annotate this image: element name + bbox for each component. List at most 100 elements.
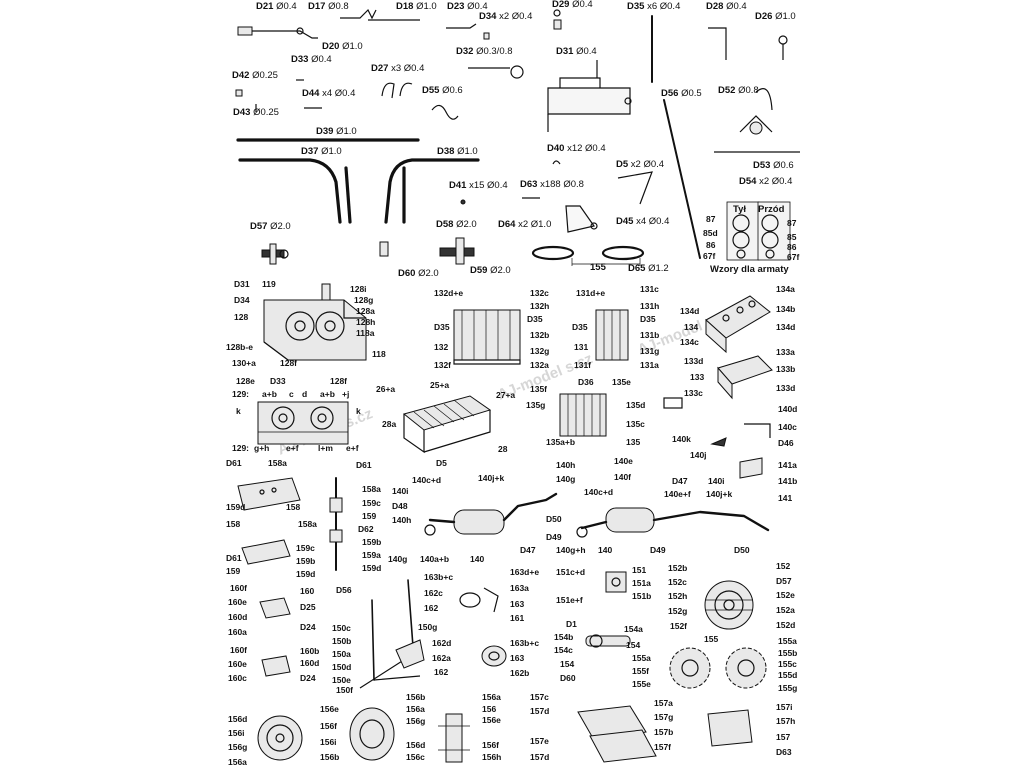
wire-label: D44 x4 Ø0.4 <box>302 88 355 99</box>
callout: g+h <box>254 443 269 453</box>
callout: 133 <box>690 372 704 382</box>
assembly-159 <box>329 477 343 571</box>
callout: 163d+e <box>510 567 539 577</box>
wire-label: D5 x2 Ø0.4 <box>616 159 664 170</box>
callout: 134d <box>680 306 699 316</box>
callout: 28 <box>498 444 508 454</box>
callout: a+b <box>262 389 277 399</box>
callout: 133a <box>776 347 795 357</box>
callout: 150b <box>332 636 351 646</box>
armature-title: Wzory dla armaty <box>710 264 789 275</box>
callout: D47 <box>520 545 536 555</box>
callout: D35 <box>572 322 588 332</box>
assembly-140-small <box>710 423 771 479</box>
callout: D24 <box>300 622 316 632</box>
callout: c <box>289 389 294 399</box>
callout: 27+a <box>496 390 515 400</box>
assembly-160 <box>259 597 291 677</box>
callout: 155a <box>778 636 797 646</box>
callout: 154a <box>624 624 643 634</box>
callout: 156d <box>228 714 247 724</box>
callout: 128f <box>280 358 297 368</box>
callout: 160b <box>300 646 319 656</box>
callout: 128g <box>354 295 373 305</box>
callout: 152a <box>776 605 795 615</box>
assembly-132 <box>453 309 521 365</box>
callout: 156e <box>320 704 339 714</box>
callout: 157d <box>530 706 549 716</box>
callout: 140 <box>470 554 484 564</box>
callout: 151e+f <box>556 595 583 605</box>
callout: D47 <box>672 476 688 486</box>
callout: 152e <box>776 590 795 600</box>
callout: 140c+d <box>584 487 613 497</box>
callout: 159c <box>362 498 381 508</box>
callout: 131 <box>574 342 588 352</box>
wire-drawings <box>235 8 800 266</box>
wire-label: D55 Ø0.6 <box>422 85 463 96</box>
part-d27-drawing <box>381 82 413 99</box>
callout: 132h <box>530 301 549 311</box>
callout: 131c <box>640 284 659 294</box>
callout: +j <box>342 389 349 399</box>
armature-right-label: 85 <box>787 232 797 242</box>
wire-label: D58 Ø2.0 <box>436 219 477 230</box>
callout: 156g <box>228 742 247 752</box>
part-d57-drawing <box>261 243 289 265</box>
armature-right-label: 86 <box>787 242 797 252</box>
wire-label: D35 x6 Ø0.4 <box>627 1 680 12</box>
callout: 157e <box>530 736 549 746</box>
callout: D50 <box>546 514 562 524</box>
callout: 160f <box>230 583 247 593</box>
callout: 150d <box>332 662 351 672</box>
armature-left-label: 86 <box>706 240 716 250</box>
callout: D46 <box>778 438 794 448</box>
callout: 156i <box>320 737 337 747</box>
wire-label: D41 x15 Ø0.4 <box>449 180 508 191</box>
assembly-152 <box>704 580 754 630</box>
callout: 162b <box>510 668 529 678</box>
callout: 157d <box>530 752 549 762</box>
callout: 163a <box>510 583 529 593</box>
part-d56-drawing <box>663 99 701 259</box>
assembly-150 <box>359 579 425 689</box>
callout: 151c+d <box>556 567 585 577</box>
callout: 151b <box>632 591 651 601</box>
callout: 134b <box>776 304 795 314</box>
part-d31-drawing <box>547 60 632 132</box>
callout: 154 <box>560 659 574 669</box>
dial-rear-lower <box>732 231 750 249</box>
part-d26-drawing <box>778 35 788 60</box>
wire-label: D37 Ø1.0 <box>301 146 342 157</box>
armature-front-label: Przód <box>758 204 785 215</box>
callout: D25 <box>300 602 316 612</box>
callout: D35 <box>640 314 656 324</box>
callout: 155d <box>778 670 797 680</box>
callout: 140c <box>778 422 797 432</box>
part-d45-drawing <box>565 205 598 233</box>
callout: 156i <box>228 728 245 738</box>
callout: D50 <box>734 545 750 555</box>
callout: 118 <box>372 349 386 359</box>
assembly-134 <box>705 295 771 354</box>
callout: 134a <box>776 284 795 294</box>
callout: 160e <box>228 597 247 607</box>
callout: 156 <box>482 704 496 714</box>
callout: D48 <box>392 501 408 511</box>
callout: D1 <box>566 619 577 629</box>
wire-label: D65 Ø1.2 <box>628 263 669 274</box>
callout: 155b <box>778 648 797 658</box>
part-d5-drawing <box>617 171 653 205</box>
callout: 128f <box>330 376 347 386</box>
wire-label: D34 x2 Ø0.4 <box>479 11 532 22</box>
part-d41-drawing <box>460 199 466 205</box>
wire-label: D20 Ø1.0 <box>322 41 363 52</box>
callout: 141b <box>778 476 797 486</box>
callout: D57 <box>776 576 792 586</box>
callout: 163 <box>510 653 524 663</box>
callout: 163b+c <box>510 638 539 648</box>
callout: 156b <box>320 752 339 762</box>
assembly-25 <box>402 395 492 454</box>
armature-left-label: 85d <box>703 228 718 238</box>
callout: 131g <box>640 346 659 356</box>
